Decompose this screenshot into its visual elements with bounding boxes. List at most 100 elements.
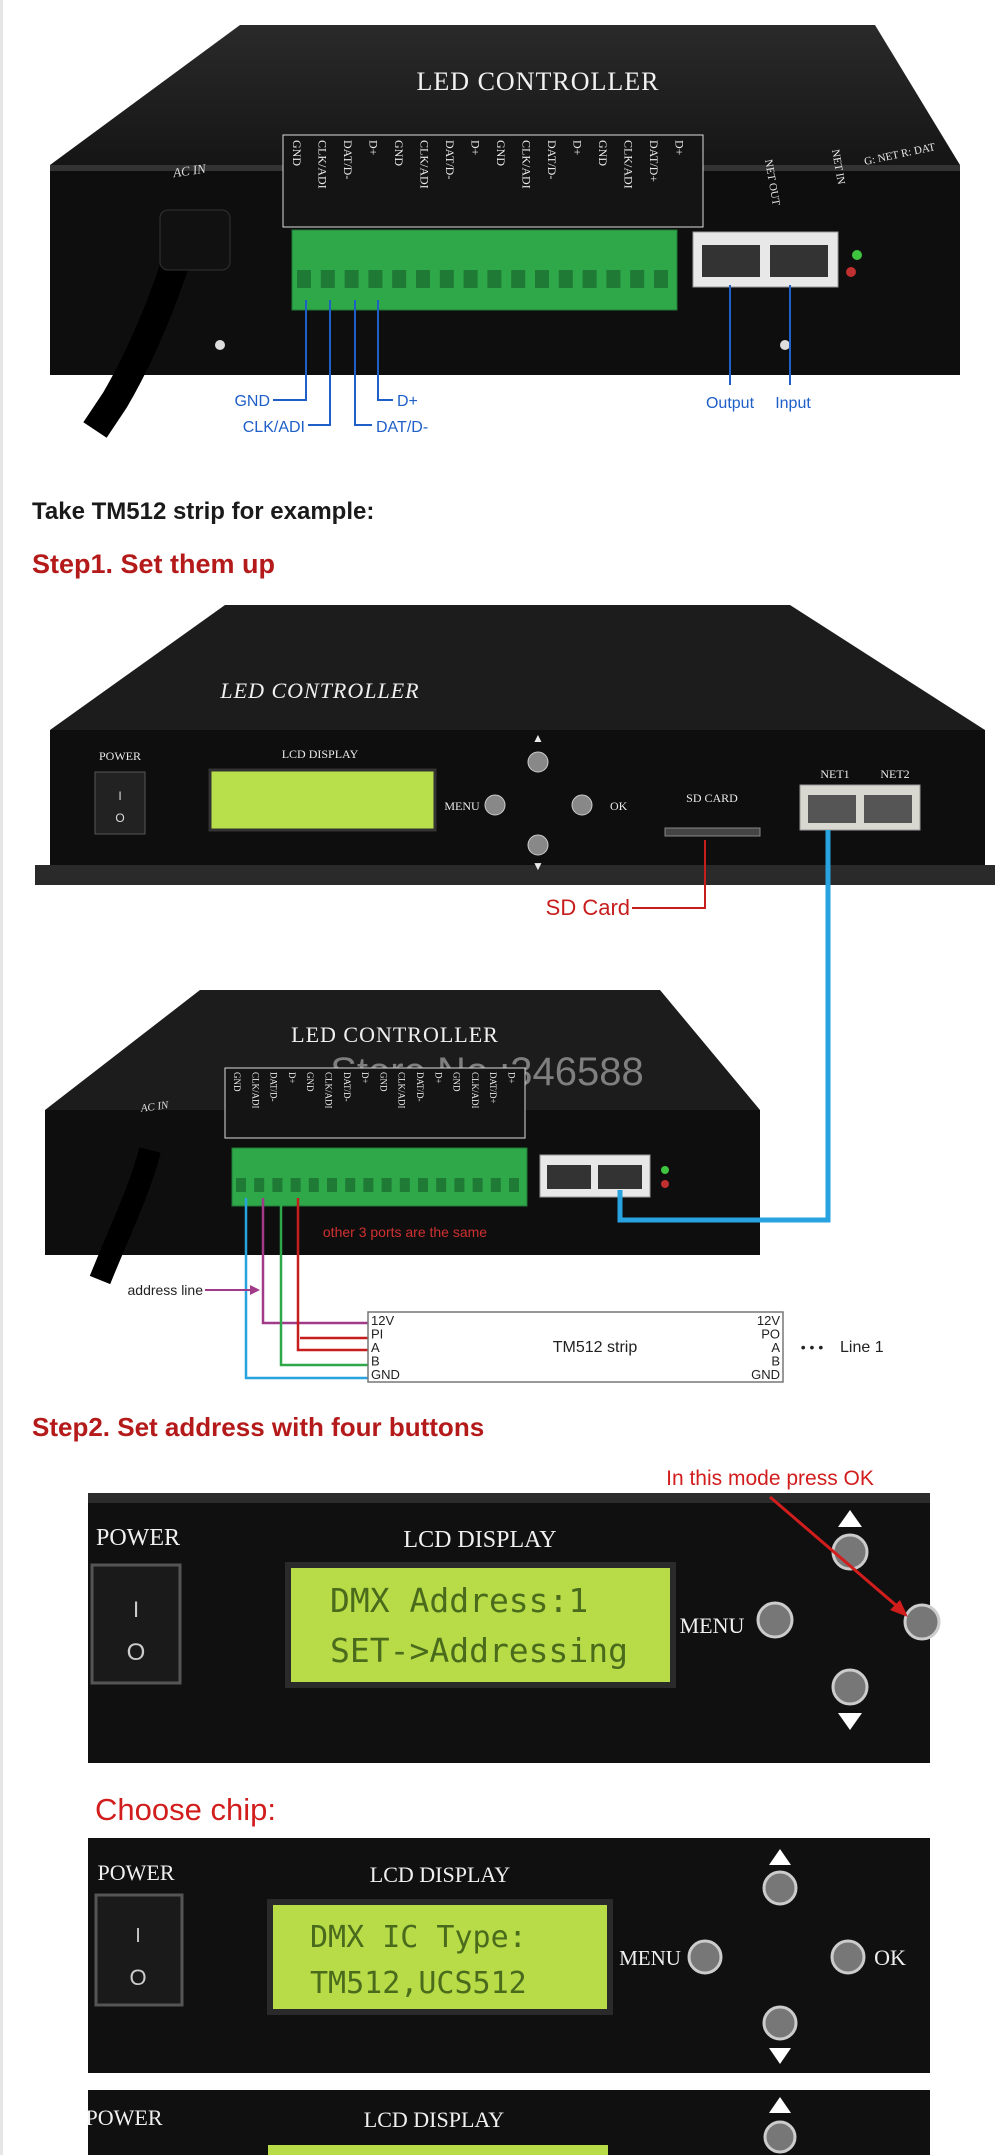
dat-callout: DAT/D- [376,419,428,436]
sd-slot [664,827,761,837]
terminal-screw [436,1178,447,1192]
terminal-screw [327,1178,337,1192]
terminal-label: CLK/ADI [316,140,330,189]
strip-pin-label: B [771,1354,780,1369]
power-label: POWER [99,749,141,763]
terminal-label-block [282,134,704,228]
panel1-menu-button [756,1601,794,1639]
clk-callout: CLK/ADI [243,419,305,436]
terminal-label: DAT/D- [545,140,559,179]
terminal-screw [416,270,430,288]
output-callout: Output [706,395,755,412]
terminal-screw [345,1178,356,1192]
terminal-label: GND [494,140,508,166]
back-terminal-block [231,1147,528,1207]
terminal-label: DAT/D+ [647,140,661,182]
front-device-top [50,605,985,730]
strip-pin-label: A [771,1340,780,1355]
terminal-screw [509,1178,519,1192]
terminal-screw [363,1178,374,1192]
svg-text:I: I [118,789,121,803]
setup-diagram: LED CONTROLLER POWER I O LCD DISPLAY MEN… [35,605,995,1383]
terminal-screw [582,270,597,288]
terminal-screw [654,270,668,288]
back-device-top [45,990,760,1110]
strip-pin-label: GND [371,1367,400,1382]
strip-pin-label: PO [761,1327,780,1342]
terminal-screw [439,270,454,288]
svg-text:▼: ▼ [532,859,544,873]
net-in-port [770,245,828,277]
dat-led [846,267,856,277]
panel3-power-label: POWER [86,2105,163,2130]
lcd-display-label: LCD DISPLAY [282,747,359,761]
strip-pin-label: 12V [371,1313,394,1328]
panel2-down-button [762,2005,798,2041]
menu-button [484,794,506,816]
terminal-label: CLK/ADI [324,1072,334,1109]
terminal-screw [272,1178,283,1192]
strip-pin-label: PI [371,1327,383,1342]
terminal-screw [320,270,335,288]
net-led [852,250,862,260]
power-switch [94,771,146,835]
line1-label: Line 1 [840,1339,884,1356]
terminal-label: CLK/ADI [250,1072,260,1109]
terminal-screw [454,1178,465,1192]
back-terminal-label-block [224,1067,526,1139]
device-title: LED CONTROLLER [417,67,660,96]
strip-pin-label: 12V [757,1313,780,1328]
panel2-ok-button [830,1939,866,1975]
net2-label: NET2 [880,767,909,781]
terminal-label: CLK/ADI [520,140,534,189]
terminal-label: CLK/ADI [418,140,432,189]
terminal-label: GND [452,1072,462,1092]
ok-label: OK [610,799,628,813]
terminal-screw [290,1178,301,1192]
gnd-callout: GND [234,393,270,410]
panel1-lcd-line2: SET->Addressing [330,1631,628,1670]
example-heading: Take TM512 strip for example: [32,498,375,525]
ports-note: other 3 ports are the same [323,1224,487,1240]
sd-card-callout: SD Card [546,895,630,920]
strip-pin-label: GND [751,1367,780,1382]
terminal-screw [236,1178,246,1192]
terminal-label: GND [378,1072,388,1092]
front-device-title: LED CONTROLLER [219,678,419,703]
panel2-lcd-line1: DMX IC Type: [310,1920,527,1955]
address-line-label: address line [128,1282,204,1298]
terminal-label: CLK/ADI [470,1072,480,1109]
panel1-ok-button [903,1603,941,1641]
terminal-label: GND [596,140,610,166]
terminal-label: D+ [367,140,381,156]
panel2-menu-button [687,1939,723,1975]
choose-chip-heading: Choose chip: [95,1792,276,1827]
panel1-note: In this mode press OK [666,1467,874,1490]
terminal-label: D+ [433,1072,443,1084]
terminal-screw [254,1178,265,1192]
terminal-label: CLK/ADI [397,1072,407,1109]
controller-back-photo: LED CONTROLLER AC IN GND CLK/ADI DAT/D- D+ G… [50,25,960,438]
terminal-screw [487,270,502,288]
terminal-screw [606,270,621,288]
panel2-power-label: POWER [98,1860,175,1885]
sd-card-label: SD CARD [686,791,738,805]
terminal-label: D+ [571,140,585,156]
panel1-menu-label: MENU [680,1613,745,1638]
ac-in-label: AC IN [171,161,208,181]
terminal-label: D+ [360,1072,370,1084]
strip-name: TM512 strip [553,1339,638,1356]
back-device-title: LED CONTROLLER [291,1022,499,1047]
tm512-strip-box [367,1311,784,1383]
dplus-callout: D+ [397,393,418,410]
terminal-screw [490,1178,501,1192]
up-button [527,751,549,773]
input-callout: Input [775,395,811,412]
svg-text:O: O [129,1965,146,1990]
panel2-lcd-line2: TM512,UCS512 [310,1966,527,2001]
terminal-label: DAT/D- [415,1072,425,1102]
terminal-screw [472,1178,483,1192]
terminal-screw [558,270,573,288]
terminal-screw [630,270,645,288]
